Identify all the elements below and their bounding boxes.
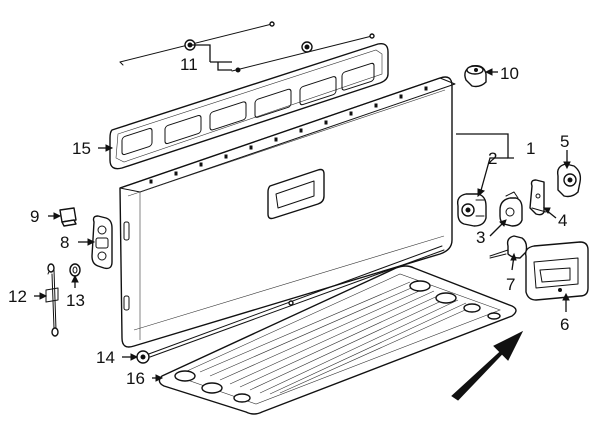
callout-13: 13: [66, 291, 85, 310]
callout-14: 14: [96, 348, 115, 367]
callout-16: 16: [126, 369, 145, 388]
latch-retainer-part: [499, 191, 523, 227]
callout-3: 3: [476, 228, 485, 247]
clip-7-part: [489, 235, 528, 259]
callout-2: 2: [488, 149, 497, 168]
hinge-part: [91, 215, 113, 270]
leader-lines: [34, 44, 571, 382]
callout-8: 8: [60, 233, 69, 252]
callout-7: 7: [506, 275, 515, 294]
push-clip-part: [464, 64, 487, 88]
callout-6: 6: [560, 315, 569, 334]
tailgate-trim-panel-part: [109, 42, 389, 170]
callout-labels: 1 2 3 4 5 6 7 8 9 10 11 12 13 14 16 15: [8, 55, 569, 388]
direction-arrow: [451, 330, 524, 401]
tailgate-body-part: [119, 76, 456, 348]
callout-5: 5: [560, 132, 569, 151]
tailgate-liner-part: [158, 265, 517, 415]
rod-clip-5-part: [556, 163, 582, 198]
washer-13-part: [69, 263, 81, 277]
callout-1: 1: [526, 139, 535, 158]
callout-10: 10: [500, 64, 519, 83]
clip-4-part: [529, 179, 547, 216]
callout-4: 4: [558, 211, 567, 230]
callout-15: 15: [72, 139, 91, 158]
callout-12: 12: [8, 287, 27, 306]
handle-housing-part: [524, 241, 589, 301]
latch-part: [456, 193, 487, 227]
callout-11: 11: [180, 55, 198, 74]
support-cable-part: [45, 263, 59, 337]
nut-14-part: [136, 350, 150, 364]
callout-9: 9: [30, 207, 39, 226]
bumper-9-part: [59, 207, 77, 227]
